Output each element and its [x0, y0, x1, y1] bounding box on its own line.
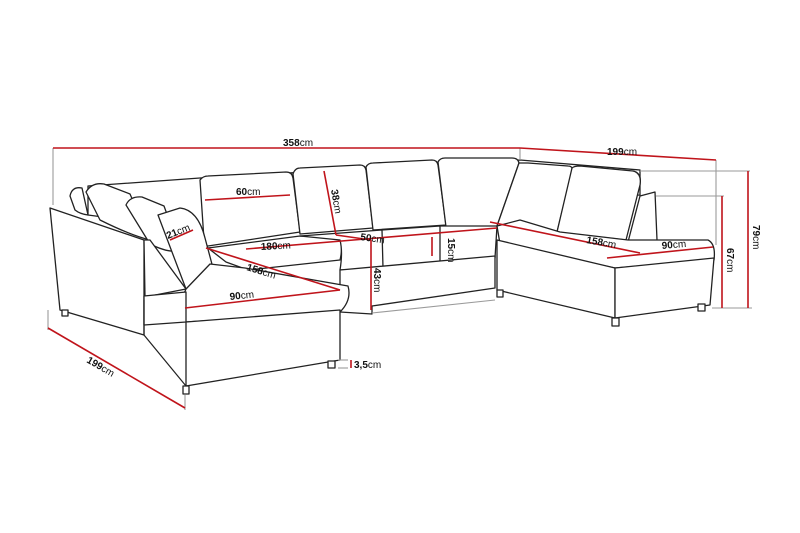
dim-armrest-width	[169, 229, 194, 241]
leg	[611, 317, 620, 327]
label-right-chaise-length: 158cm	[585, 235, 616, 251]
dim-left-chaise-length	[205, 247, 341, 291]
label-leg-height: 3,5cm	[354, 360, 381, 371]
back-cushion-1	[199, 171, 301, 247]
label-left-chaise-width: 90cm	[229, 289, 254, 302]
back-cushion-6	[556, 165, 641, 241]
left-back-cushion-a	[69, 187, 89, 216]
label-middle-seat-width: 180cm	[261, 240, 292, 253]
right-chaise-front	[614, 257, 715, 319]
label-right-chaise-width: 90cm	[661, 239, 686, 252]
dim-right-depth	[519, 147, 717, 161]
back-cushion-3	[365, 159, 447, 231]
label-armrest-width: 21cm	[165, 222, 192, 241]
label-armrest-height: 67cm	[724, 248, 735, 272]
sofa-drawing	[49, 157, 716, 395]
left-chaise-edge	[143, 299, 187, 387]
label-seat-depth: 50cm	[360, 232, 386, 246]
label-total-width: 358cm	[283, 138, 313, 149]
dim-right-chaise-length	[489, 221, 641, 254]
label-right-depth: 199cm	[607, 147, 637, 158]
dim-middle-seat-width	[245, 227, 498, 250]
dim-backrest-height	[323, 170, 337, 236]
extension-lines	[47, 148, 752, 410]
label-total-height: 79cm	[750, 225, 761, 249]
label-backrest-height: 38cm	[328, 189, 343, 215]
leg	[697, 303, 706, 312]
label-cushion-width: 60cm	[236, 187, 260, 198]
label-cushion-thickness: 15cm	[445, 238, 456, 262]
leg	[327, 360, 336, 369]
dimension-lines	[47, 147, 749, 409]
label-seat-height: 43cm	[371, 268, 382, 292]
label-left-chaise-length: 158cm	[245, 262, 277, 281]
dim-left-depth	[47, 327, 186, 409]
left-chaise-side	[143, 291, 187, 326]
leg	[496, 289, 504, 298]
dim-left-chaise-width	[184, 289, 341, 309]
dim-right-chaise-width	[606, 246, 714, 259]
leg	[182, 385, 190, 395]
leg	[61, 309, 69, 317]
left-chaise-front	[185, 309, 341, 387]
dimension-labels: 358cm 199cm 79cm 67cm 199cm 60cm 38cm 21…	[85, 138, 762, 380]
dim-cushion-width	[204, 194, 291, 201]
dim-seat-depth	[335, 234, 372, 241]
